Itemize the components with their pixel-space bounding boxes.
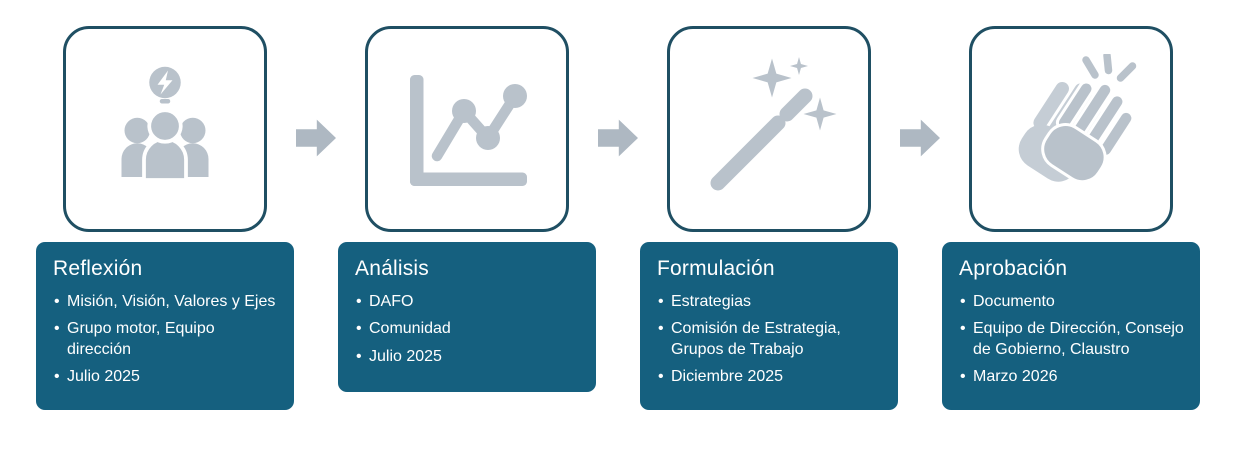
arrow-gap	[898, 26, 942, 158]
panel-reflexion: Reflexión Misión, Visión, Valores y Ejes…	[36, 242, 294, 410]
arrow-gap	[294, 26, 338, 158]
magic-wand-icon	[710, 57, 837, 191]
process-diagram: Reflexión Misión, Visión, Valores y Ejes…	[0, 0, 1238, 410]
bullet-item: Diciembre 2025	[657, 367, 884, 388]
bullet-item: Comunidad	[355, 319, 582, 340]
bullet-item: Julio 2025	[53, 367, 280, 388]
bullet-item: Grupo motor, Equipo dirección	[53, 319, 280, 360]
icon-card-reflexion	[63, 26, 267, 232]
bullet-list: Misión, Visión, Valores y Ejes Grupo mot…	[53, 292, 280, 388]
step-reflexion: Reflexión Misión, Visión, Valores y Ejes…	[36, 26, 294, 410]
arrow-right-icon	[296, 119, 336, 157]
bullet-list: DAFO Comunidad Julio 2025	[355, 292, 582, 368]
bullet-item: Misión, Visión, Valores y Ejes	[53, 292, 280, 313]
step-formulacion: Formulación Estrategias Comisión de Estr…	[640, 26, 898, 410]
panel-title: Aprobación	[959, 257, 1068, 280]
line-chart-icon	[410, 75, 527, 186]
step-aprobacion: Aprobación Documento Equipo de Dirección…	[942, 26, 1200, 410]
bullet-list: Estrategias Comisión de Estrategia, Grup…	[657, 292, 884, 388]
bullet-item: Julio 2025	[355, 347, 582, 368]
panel-title: Formulación	[657, 257, 775, 280]
panel-title: Análisis	[355, 257, 429, 280]
step-analisis: Análisis DAFO Comunidad Julio 2025	[338, 26, 596, 392]
arrow-gap	[596, 26, 640, 158]
icon-card-aprobacion	[969, 26, 1173, 232]
bullet-item: Equipo de Dirección, Consejo de Gobierno…	[959, 319, 1186, 360]
icon-card-analisis	[365, 26, 569, 232]
bullet-item: Documento	[959, 292, 1186, 313]
arrow-right-icon	[598, 119, 638, 157]
brainstorm-icon	[121, 66, 209, 182]
panel-analisis: Análisis DAFO Comunidad Julio 2025	[338, 242, 596, 392]
bullet-list: Documento Equipo de Dirección, Consejo d…	[959, 292, 1186, 388]
panel-title: Reflexión	[53, 257, 143, 280]
bullet-item: DAFO	[355, 292, 582, 313]
panel-aprobacion: Aprobación Documento Equipo de Dirección…	[942, 242, 1200, 410]
bullet-item: Marzo 2026	[959, 367, 1186, 388]
panel-formulacion: Formulación Estrategias Comisión de Estr…	[640, 242, 898, 410]
icon-card-formulacion	[667, 26, 871, 232]
bullet-item: Estrategias	[657, 292, 884, 313]
arrow-right-icon	[900, 119, 940, 157]
bullet-item: Comisión de Estrategia, Grupos de Trabaj…	[657, 319, 884, 360]
clapping-hands-icon	[1018, 54, 1137, 184]
